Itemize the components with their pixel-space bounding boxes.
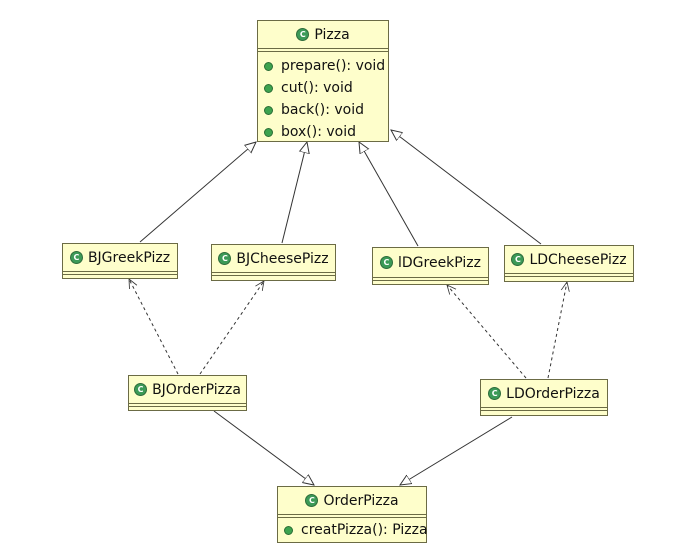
edge-ldorder-depends-ldgreek xyxy=(447,285,527,379)
class-bjgreekpizz[interactable]: C BJGreekPizz xyxy=(62,243,178,279)
edge-bjgreek-extends-pizza xyxy=(139,142,256,243)
divider xyxy=(212,275,335,276)
class-icon: C xyxy=(511,253,525,266)
edge-ldorder-depends-ldcheese xyxy=(547,282,567,379)
operation-label: prepare(): void xyxy=(281,58,386,74)
edge-ldgreek-extends-pizza xyxy=(359,142,419,247)
edge-bjorder-depends-bjgreek xyxy=(129,279,179,375)
class-bjorderpizza-name: BJOrderPizza xyxy=(152,381,241,398)
class-bjgreekpizz-header: C BJGreekPizz xyxy=(63,244,177,271)
class-orderpizza-header: C OrderPizza xyxy=(278,487,426,514)
class-icon: C xyxy=(134,383,148,396)
divider xyxy=(481,410,607,411)
divider xyxy=(373,280,488,281)
class-ldgreekpizz-header: C lDGreekPizz xyxy=(373,248,488,277)
class-pizza-header: C Pizza xyxy=(258,21,388,48)
class-ldcheesepizz-header: C LDCheesePizz xyxy=(505,246,633,273)
divider xyxy=(129,403,246,404)
divider xyxy=(505,276,633,277)
divider xyxy=(278,517,426,518)
public-method-icon xyxy=(264,83,273,93)
operation-item: back(): void xyxy=(264,99,388,121)
class-bjorderpizza[interactable]: C BJOrderPizza xyxy=(128,375,247,411)
class-ldorderpizza-name: LDOrderPizza xyxy=(506,385,600,402)
edge-ldcheese-extends-pizza xyxy=(391,130,542,245)
divider xyxy=(481,407,607,408)
class-icon: C xyxy=(69,251,83,264)
class-icon: C xyxy=(305,494,319,507)
class-pizza-operations: prepare(): void cut(): void back(): void… xyxy=(258,52,388,146)
operation-label: creatPizza(): Pizza xyxy=(301,522,428,538)
class-bjcheesepizz-header: C BJCheesePizz xyxy=(212,245,335,272)
divider xyxy=(63,271,177,272)
edge-bjcheese-extends-pizza xyxy=(281,142,307,244)
class-ldgreekpizz[interactable]: C lDGreekPizz xyxy=(372,247,489,285)
public-method-icon xyxy=(284,525,293,535)
public-method-icon xyxy=(264,105,273,115)
class-icon: C xyxy=(296,28,310,41)
operation-item: cut(): void xyxy=(264,77,388,99)
public-method-icon xyxy=(264,61,273,71)
class-bjorderpizza-header: C BJOrderPizza xyxy=(129,376,246,403)
class-icon: C xyxy=(379,256,393,269)
class-orderpizza-operations: creatPizza(): Pizza xyxy=(278,518,428,544)
divider xyxy=(129,406,246,407)
divider xyxy=(373,277,488,278)
class-bjcheesepizz[interactable]: C BJCheesePizz xyxy=(211,244,336,281)
operation-label: box(): void xyxy=(281,124,357,140)
divider xyxy=(258,51,388,52)
class-ldgreekpizz-name: lDGreekPizz xyxy=(397,254,482,271)
class-bjcheesepizz-name: BJCheesePizz xyxy=(236,250,329,267)
class-bjgreekpizz-name: BJGreekPizz xyxy=(87,249,171,266)
operation-label: cut(): void xyxy=(281,80,353,96)
operation-item: creatPizza(): Pizza xyxy=(284,519,428,541)
operation-item: box(): void xyxy=(264,121,388,143)
divider xyxy=(505,273,633,274)
edge-bjorder-extends-orderpizza xyxy=(213,410,314,485)
class-orderpizza-name: OrderPizza xyxy=(323,492,399,509)
class-orderpizza[interactable]: C OrderPizza creatPizza(): Pizza xyxy=(277,486,428,544)
operation-label: back(): void xyxy=(281,102,364,118)
class-ldorderpizza-header: C LDOrderPizza xyxy=(481,380,607,407)
edge-bjorder-depends-bjcheese xyxy=(199,281,264,375)
class-pizza-name: Pizza xyxy=(314,26,350,43)
class-ldcheesepizz-name: LDCheesePizz xyxy=(529,251,627,268)
class-icon: C xyxy=(488,387,502,400)
class-icon: C xyxy=(218,252,232,265)
class-ldcheesepizz[interactable]: C LDCheesePizz xyxy=(504,245,634,282)
public-method-icon xyxy=(264,127,273,137)
edge-ldorder-extends-orderpizza xyxy=(400,416,513,485)
class-pizza[interactable]: C Pizza prepare(): void cut(): void back… xyxy=(257,20,389,142)
divider xyxy=(63,274,177,275)
operation-item: prepare(): void xyxy=(264,55,388,77)
divider xyxy=(212,272,335,273)
divider xyxy=(258,48,388,49)
class-ldorderpizza[interactable]: C LDOrderPizza xyxy=(480,379,608,416)
divider xyxy=(278,514,426,515)
